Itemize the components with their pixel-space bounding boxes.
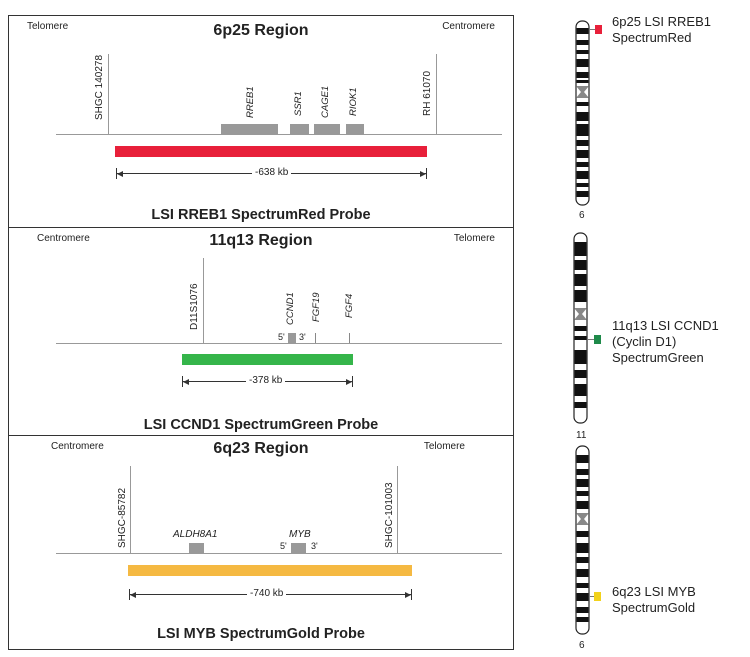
- marker-label: SHGC 140278: [94, 54, 105, 120]
- region-title: 6p25 Region: [213, 22, 309, 39]
- region-title: 11q13 Region: [209, 232, 313, 249]
- gene-block: [314, 124, 340, 134]
- chromosome-probe-label: 11q13 LSI CCND1 (Cyclin D1) SpectrumGree…: [612, 318, 719, 366]
- genomic-baseline: [56, 343, 502, 344]
- gene-tick: [349, 333, 350, 343]
- gene-label: MYB: [289, 529, 311, 540]
- probe-name: LSI MYB SpectrumGold Probe: [157, 626, 365, 642]
- measure-tick: [116, 168, 117, 179]
- right-end-label: Telomere: [423, 441, 465, 452]
- five-prime-label: 5': [280, 541, 287, 551]
- gene-label: RREB1: [245, 86, 256, 118]
- gene-label: SSR1: [293, 91, 304, 116]
- probe-locus-marker: [594, 592, 601, 601]
- arrow-right-icon: [405, 592, 411, 598]
- probe-size-label: -740 kb: [247, 588, 287, 599]
- marker-line: [397, 466, 398, 553]
- chromosome-number: 6: [579, 210, 585, 221]
- gene-label: FGF4: [344, 293, 355, 318]
- gene-label: FGF19: [311, 292, 322, 322]
- probe-locus-marker: [595, 25, 602, 34]
- left-end-label: Telomere: [27, 21, 69, 32]
- measure-tick: [182, 376, 183, 387]
- arrow-left-icon: [183, 379, 189, 385]
- marker-label: SHGC-101003: [384, 482, 395, 548]
- probe-name: LSI RREB1 SpectrumRed Probe: [151, 207, 371, 223]
- measure-tick: [411, 589, 412, 600]
- marker-connector: [589, 29, 598, 30]
- chromosome-number: 11: [576, 430, 587, 441]
- probe-bar: [115, 146, 427, 157]
- marker-line: [130, 466, 131, 553]
- marker-line: [108, 54, 109, 134]
- label-line: 6q23 LSI MYB: [612, 584, 696, 599]
- panel-6q23: Centromere Telomere 6q23 Region SHGC-857…: [8, 435, 514, 650]
- chromosome-11-ideogram: [573, 232, 588, 424]
- gene-label: CAGE1: [320, 85, 331, 118]
- probe-name: LSI CCND1 SpectrumGreen Probe: [143, 417, 379, 433]
- label-line: SpectrumGreen: [612, 350, 704, 365]
- marker-connector: [589, 596, 596, 597]
- gene-label: RIOK1: [348, 87, 359, 116]
- region-title: 6q23 Region: [213, 440, 309, 457]
- gene-block: [290, 124, 309, 134]
- probe-size-label: -638 kb: [252, 167, 292, 178]
- marker-label: RH 61070: [422, 70, 433, 116]
- marker-connector: [587, 339, 595, 340]
- chromosome-probe-label: 6q23 LSI MYB SpectrumGold: [612, 584, 696, 616]
- marker-label: SHGC-85782: [117, 487, 128, 548]
- gene-tick: [315, 333, 316, 343]
- gene-label: CCND1: [285, 292, 296, 325]
- arrow-left-icon: [117, 171, 123, 177]
- chromosome-probe-label: 6p25 LSI RREB1 SpectrumRed: [612, 14, 711, 46]
- measure-tick: [352, 376, 353, 387]
- five-prime-label: 5': [278, 332, 285, 342]
- panel-6p25: Telomere Centromere 6p25 Region SHGC 140…: [8, 15, 514, 229]
- label-line: SpectrumRed: [612, 30, 692, 45]
- label-line: (Cyclin D1): [612, 334, 677, 349]
- measure-tick: [426, 168, 427, 179]
- gene-block: [346, 124, 364, 134]
- chromosome-6-ideogram: [575, 445, 590, 635]
- measure-tick: [129, 589, 130, 600]
- chromosome-6-ideogram: [575, 20, 590, 206]
- arrow-right-icon: [420, 171, 426, 177]
- gene-block: [221, 124, 278, 134]
- probe-size-label: -378 kb: [246, 375, 286, 386]
- chromosome-number: 6: [579, 640, 585, 651]
- gene-block: [288, 333, 296, 343]
- marker-line: [436, 54, 437, 134]
- genomic-baseline: [56, 553, 502, 554]
- label-line: 11q13 LSI CCND1: [612, 318, 719, 333]
- probe-bar: [128, 565, 412, 576]
- gene-block: [189, 543, 204, 553]
- gene-label: ALDH8A1: [173, 529, 218, 540]
- probe-bar: [182, 354, 353, 365]
- left-end-label: Centromere: [51, 441, 104, 452]
- marker-line: [203, 258, 204, 343]
- panel-11q13: Centromere Telomere 11q13 Region D11S107…: [8, 227, 514, 437]
- arrow-left-icon: [130, 592, 136, 598]
- gene-block: [291, 543, 306, 553]
- left-end-label: Centromere: [37, 233, 90, 244]
- genomic-baseline: [56, 134, 502, 135]
- right-end-label: Telomere: [453, 233, 495, 244]
- three-prime-label: 3': [311, 541, 318, 551]
- three-prime-label: 3': [299, 332, 306, 342]
- arrow-right-icon: [346, 379, 352, 385]
- marker-label: D11S1076: [189, 283, 200, 330]
- right-end-label: Centromere: [442, 21, 495, 32]
- label-line: SpectrumGold: [612, 600, 696, 615]
- label-line: 6p25 LSI RREB1: [612, 14, 712, 29]
- probe-locus-marker: [594, 335, 601, 344]
